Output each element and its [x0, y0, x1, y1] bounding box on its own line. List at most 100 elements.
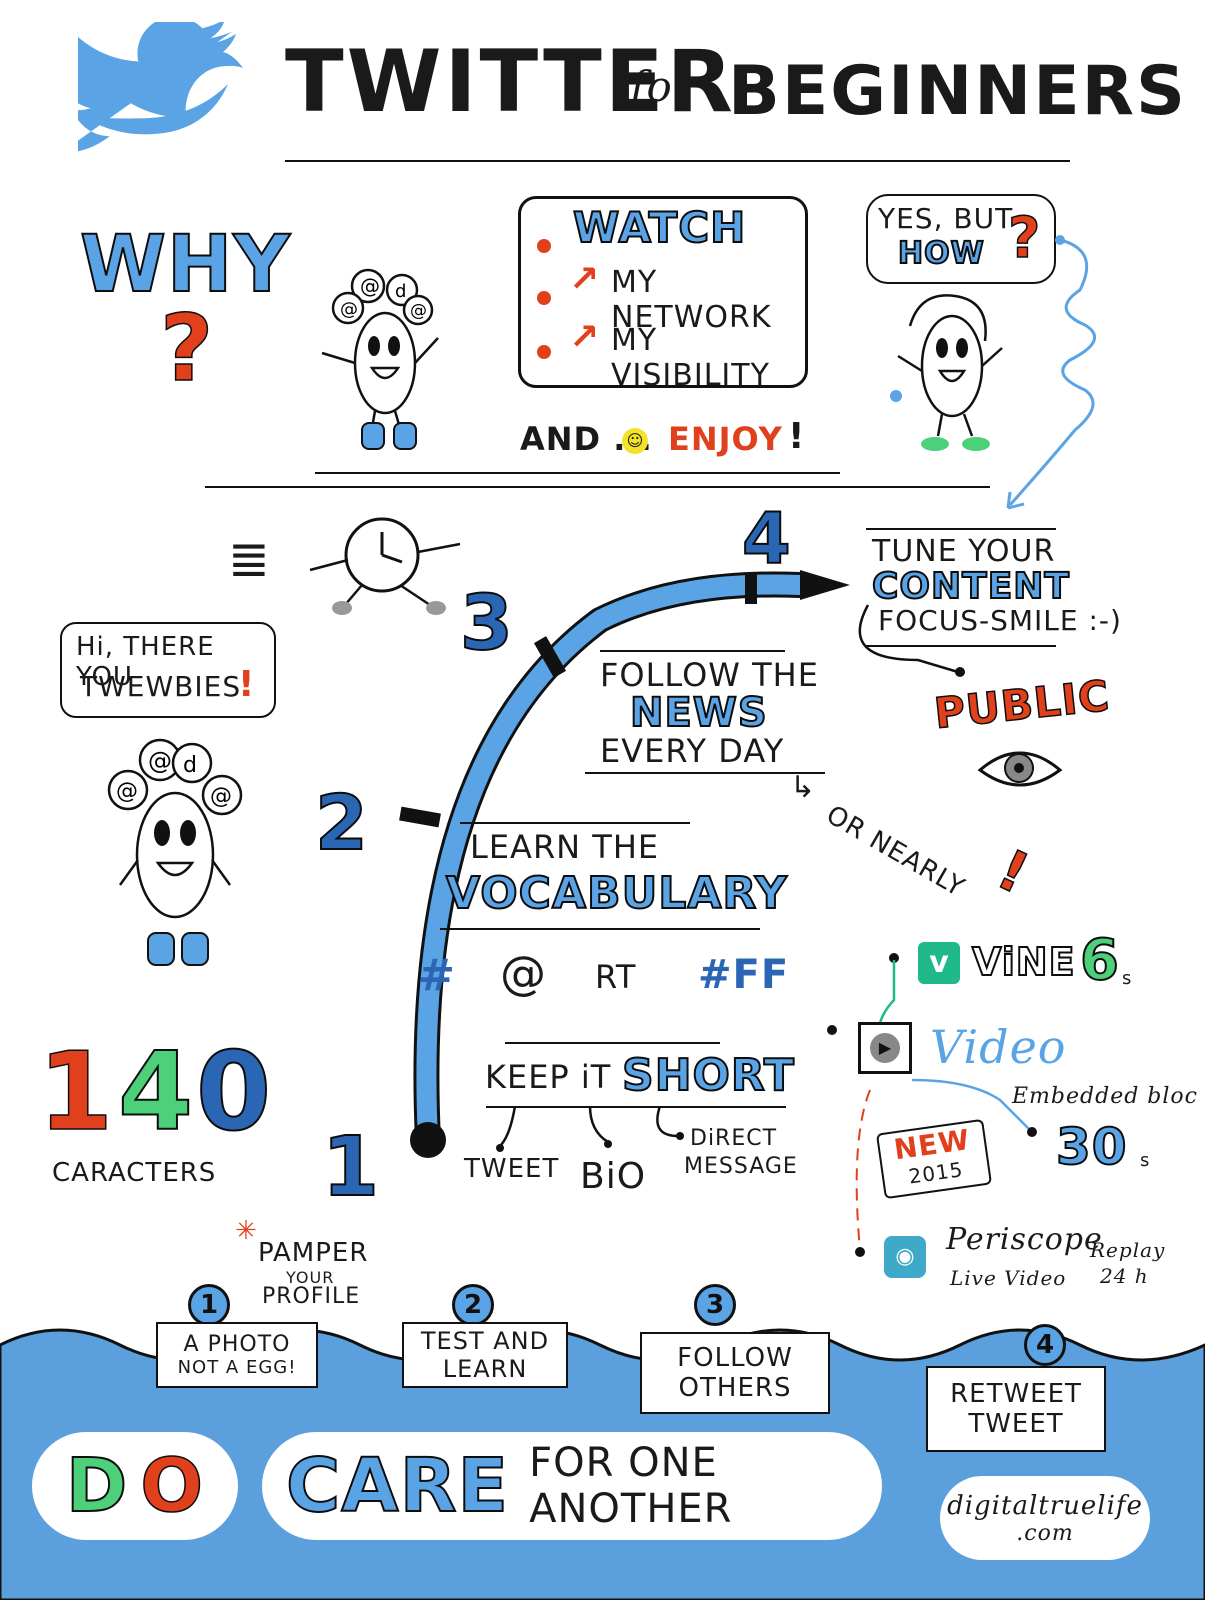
follow-line2: NEWS: [629, 689, 768, 737]
greeting-line2: TWEWBIES: [80, 670, 242, 703]
follow-bottom-rule: [585, 772, 825, 774]
svg-text:d: d: [183, 753, 197, 778]
vocab-at: @: [500, 946, 547, 1000]
tune-line2: CONTENT: [871, 565, 1070, 608]
step-1-number: 1: [321, 1119, 381, 1216]
smiley-icon: ☺: [622, 428, 648, 454]
running-clock-icon: [309, 517, 461, 615]
do-letter-d: D: [65, 1442, 129, 1530]
arrow-up-icon: ↗: [569, 259, 600, 300]
mascot-girl-icon: [890, 294, 1003, 451]
how-question-mark: ?: [1007, 205, 1042, 272]
why-divider-top: [315, 472, 840, 474]
svg-text:d: d: [395, 281, 406, 302]
tune-bottom-rule: [866, 645, 1056, 647]
do-step-1-line2: NOT A EGG!: [177, 1357, 297, 1378]
mascot-twewbie-icon: @ d @ @: [107, 738, 243, 966]
step-4-number: 4: [741, 497, 792, 581]
how-line2: HOW: [897, 235, 985, 272]
vocab-ff: #FF: [698, 952, 790, 998]
do-step-3-line2: OTHERS: [678, 1373, 792, 1403]
periscope-label: Periscope: [946, 1222, 1103, 1257]
do-step-4-line1: RETWEET: [950, 1379, 1082, 1409]
vine-label: ViNE: [971, 939, 1076, 985]
do-step-2-line2: LEARN: [442, 1355, 528, 1383]
do-step-4-line2: TWEET: [968, 1409, 1064, 1439]
brand-pill: digitaltruelife .com: [940, 1476, 1150, 1560]
learn-bottom-rule: [440, 928, 760, 930]
do-step-3-badge: 3: [694, 1284, 736, 1326]
watch-heading: WATCH: [572, 202, 747, 253]
short-bottom-rule: [486, 1106, 786, 1108]
watch-box: WATCH ↗ MY NETWORK ↗ MY VISIBILITY: [518, 196, 808, 393]
journey-arc: [399, 570, 850, 1158]
follow-top-rule: [600, 650, 785, 652]
nearly-exclaim: !: [987, 837, 1040, 909]
video-embedded: Embedded bloc: [1012, 1084, 1198, 1109]
short-item-bio: BiO: [580, 1156, 647, 1197]
learn-line2: VOCABULARY: [445, 867, 788, 920]
do-letter-o: O: [140, 1442, 205, 1530]
counter-digit-1: 1: [37, 1029, 115, 1156]
do-step-1-card: A PHOTO NOT A EGG!: [156, 1322, 318, 1388]
how-speech-bubble: YES, BUT HOW ?: [866, 194, 1056, 284]
pamper-line3: PROFILE: [262, 1284, 361, 1309]
eye-icon: [977, 751, 1063, 787]
svg-text:@: @: [210, 784, 232, 809]
arrow-up-icon: ↗: [569, 317, 600, 358]
curly-arrow-icon: [1006, 235, 1097, 510]
tune-line1: TUNE YOUR: [872, 534, 1056, 569]
do-pill: D O: [32, 1432, 238, 1540]
do-step-4-card: RETWEET TWEET: [926, 1366, 1106, 1452]
do-step-4-badge: 4: [1024, 1324, 1066, 1366]
title-twitter: TWITTER: [285, 32, 736, 132]
greeting-speech-bubble: Hi, THERE YOU TWEWBIES !: [60, 622, 276, 718]
why-label: WHY: [79, 219, 291, 311]
vine-logo-icon: v: [918, 942, 960, 984]
counter-label: CARACTERS: [52, 1158, 217, 1188]
short-keep: KEEP iT: [485, 1058, 612, 1096]
periscope-replay: Replay: [1090, 1238, 1166, 1262]
do-step-3-card: FOLLOW OTHERS: [640, 1332, 830, 1414]
enjoy-text: ENJOY: [668, 420, 783, 458]
do-step-1-line1: A PHOTO: [183, 1332, 291, 1357]
step-3-number: 3: [459, 577, 514, 668]
care-word: CARE: [285, 1442, 510, 1530]
title-beginners: BEGINNERS: [728, 52, 1188, 131]
header-divider: [285, 160, 1070, 162]
tune-top-rule: [866, 528, 1056, 530]
counter-digit-0: 0: [195, 1029, 273, 1156]
svg-text:@: @: [410, 301, 427, 321]
mascot-character-icon: @ @ d @: [321, 268, 439, 450]
connector-lines: [496, 1106, 782, 1152]
short-top-rule: [505, 1042, 720, 1044]
step-2-number: 2: [314, 777, 369, 868]
periscope-live: Live Video: [950, 1266, 1067, 1290]
vocab-hashtag: #: [418, 950, 456, 1001]
do-step-1-badge: 1: [188, 1284, 230, 1326]
follow-line3: EVERY DAY: [600, 732, 785, 770]
do-step-2-badge: 2: [452, 1284, 494, 1326]
care-pill: CARE FOR ONE ANOTHER: [262, 1432, 882, 1540]
short-item-tweet: TWEET: [464, 1154, 560, 1184]
follow-line1: FOLLOW THE: [600, 656, 819, 694]
public-label: PUBLIC: [931, 670, 1113, 739]
vocab-rt: RT: [595, 958, 637, 996]
title-for: for: [630, 62, 694, 111]
watch-item-network: MY NETWORK: [611, 265, 772, 335]
care-rest: FOR ONE ANOTHER: [529, 1440, 733, 1532]
counter-digit-4: 4: [117, 1029, 195, 1156]
vine-seconds: 6: [1079, 927, 1120, 994]
tune-line3: FOCUS-SMILE :-): [878, 604, 1122, 637]
twitter-bird-icon: [78, 22, 243, 152]
svg-text:@: @: [148, 747, 172, 775]
greeting-line1: Hi, THERE YOU: [76, 632, 215, 692]
bullet-icon: [537, 239, 551, 253]
greeting-exclaim: !: [238, 664, 256, 705]
video-connectors: [827, 953, 1037, 1257]
video-unit: s: [1140, 1150, 1151, 1171]
curved-arrow-icon: ↳: [790, 770, 816, 805]
learn-line1: LEARN THE: [470, 828, 660, 866]
do-step-3-line1: FOLLOW: [677, 1343, 793, 1373]
short-word: SHORT: [621, 1049, 795, 1102]
